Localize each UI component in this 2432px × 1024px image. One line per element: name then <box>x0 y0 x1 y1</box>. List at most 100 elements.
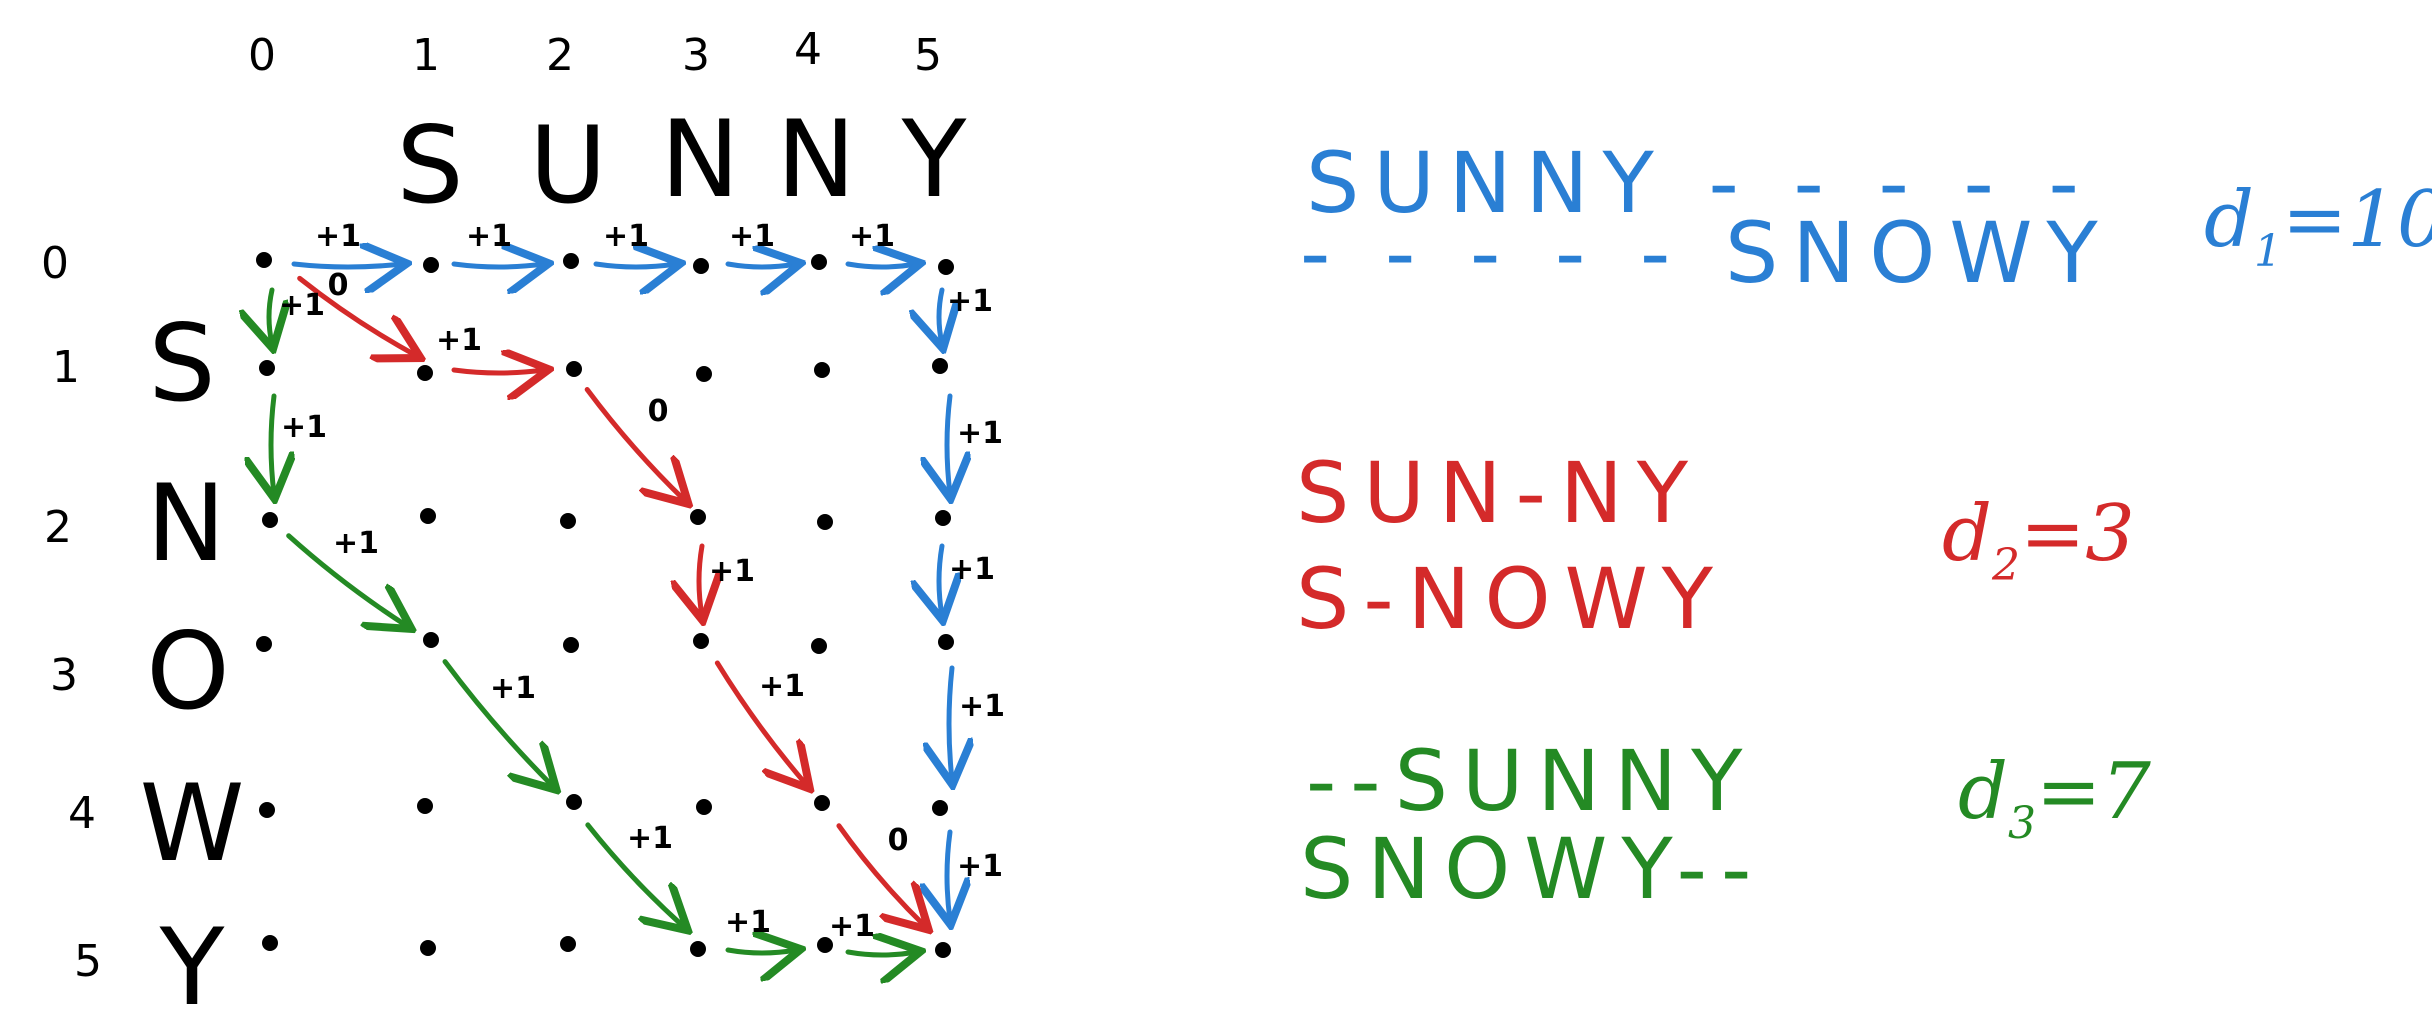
row-index-3: 3 <box>50 650 78 701</box>
top-letter-u: U <box>529 104 607 227</box>
col-index-1: 1 <box>412 30 440 81</box>
red-path-arrow-1 <box>451 370 544 373</box>
grid-dot-5-0 <box>938 259 954 275</box>
grid-dot-5-2 <box>935 510 951 526</box>
blue-path-cost-9: +1 <box>957 849 1003 884</box>
alignment-green-top: --SUNNY <box>1306 732 1756 830</box>
blue-path-arrow-4 <box>845 264 916 267</box>
blue-path-cost-4: +1 <box>849 219 895 254</box>
top-letter-n2: N <box>776 98 855 221</box>
green-path-arrow-2 <box>286 533 408 626</box>
grid-dot-3-3 <box>693 633 709 649</box>
grid-dot-4-2 <box>817 514 833 530</box>
blue-path-cost-0: +1 <box>315 219 361 254</box>
top-letter-s: S <box>396 104 463 227</box>
grid-dot-4-5 <box>817 937 833 953</box>
alignment-blue: SUNNY - - - - - - - - - - SNOWY d1=10 <box>1300 134 2432 302</box>
blue-path-cost-3: +1 <box>729 219 775 254</box>
green-path-arrow-0 <box>269 287 272 344</box>
red-path-arrow-5 <box>836 823 925 927</box>
grid-dot-2-5 <box>560 936 576 952</box>
grid-dot-4-4 <box>814 795 830 811</box>
grid-dot-1-2 <box>420 508 436 524</box>
green-path-cost-4: +1 <box>627 821 673 856</box>
blue-path-cost-2: +1 <box>603 219 649 254</box>
grid-dot-0-3 <box>256 636 272 652</box>
row-index-labels: 0 1 2 3 4 5 <box>41 238 102 987</box>
distance-d2-value: =3 <box>2020 489 2135 579</box>
blue-path-arrow-8 <box>949 665 952 780</box>
col-index-5: 5 <box>914 30 942 81</box>
row-index-2: 2 <box>44 502 72 553</box>
alignment-blue-bottom: - - - - - SNOWY <box>1300 204 2112 302</box>
col-index-3: 3 <box>682 30 710 81</box>
blue-path-cost-8: +1 <box>959 689 1005 724</box>
green-path-arrow-4 <box>585 822 684 927</box>
left-letter-y: Y <box>159 906 225 1024</box>
green-path-cost-2: +1 <box>333 526 379 561</box>
column-index-labels: 0 1 2 3 4 5 <box>248 24 942 81</box>
grid-dot-3-2 <box>690 509 706 525</box>
distance-d3-sub: 3 <box>2008 798 2036 849</box>
grid-dot-2-1 <box>566 361 582 377</box>
blue-path-arrow-6 <box>947 393 950 494</box>
distance-d1-label: d <box>2204 175 2254 265</box>
blue-path-cost-7: +1 <box>949 552 995 587</box>
left-letter-o: O <box>146 610 229 733</box>
alignment-blue-top: SUNNY - - - - - <box>1306 134 2093 232</box>
grid-dot-5-1 <box>932 358 948 374</box>
distance-d1-sub: 1 <box>2254 226 2282 277</box>
left-letter-n: N <box>146 462 225 585</box>
alignment-red: SUN-NY S-NOWY d2=3 <box>1296 444 2135 648</box>
blue-path-arrow-0 <box>291 264 402 267</box>
blue-path-arrow-9 <box>947 829 950 920</box>
distance-d3-label: d <box>1958 747 2008 837</box>
grid-dot-0-1 <box>259 360 275 376</box>
grid-dot-2-2 <box>560 513 576 529</box>
blue-path-cost-6: +1 <box>957 416 1003 451</box>
grid-dot-3-4 <box>696 799 712 815</box>
distance-d1-value: =10 <box>2282 175 2432 265</box>
grid-dots <box>256 252 954 958</box>
grid-dot-0-0 <box>256 252 272 268</box>
distance-d3-value: =7 <box>2036 747 2151 837</box>
grid-dot-0-5 <box>262 935 278 951</box>
grid-dot-3-5 <box>690 941 706 957</box>
left-letter-s: S <box>148 302 215 425</box>
red-path-cost-4: +1 <box>759 669 805 704</box>
alignment-red-top: SUN-NY <box>1296 444 1702 542</box>
left-letter-w: W <box>140 762 245 885</box>
red-path-cost-5: 0 <box>888 823 909 858</box>
grid-dot-1-1 <box>417 365 433 381</box>
green-path-arrow-6 <box>845 952 916 955</box>
red-path: 0 +1 0 +1 +1 0 <box>297 268 925 927</box>
red-path-cost-2: 0 <box>648 394 669 429</box>
blue-path-arrow-5 <box>939 287 942 344</box>
green-path-arrow-5 <box>725 950 796 953</box>
red-path-arrow-3 <box>699 543 702 616</box>
distance-d1: d1=10 <box>2204 175 2432 277</box>
green-path-cost-0: +1 <box>279 288 325 323</box>
grid-dot-2-3 <box>563 637 579 653</box>
grid-dot-4-1 <box>814 362 830 378</box>
row-index-5: 5 <box>74 936 102 987</box>
green-path: +1 +1 +1 +1 +1 +1 +1 <box>269 287 916 955</box>
blue-path-arrow-7 <box>939 543 942 616</box>
grid-dot-1-0 <box>423 257 439 273</box>
distance-d2: d2=3 <box>1942 489 2135 591</box>
grid-dot-1-4 <box>417 798 433 814</box>
red-path-cost-0: 0 <box>328 268 349 303</box>
col-index-2: 2 <box>546 30 574 81</box>
top-letter-y: Y <box>901 98 967 221</box>
green-path-arrow-1 <box>271 393 274 494</box>
green-path-cost-3: +1 <box>490 671 536 706</box>
grid-dot-5-3 <box>938 634 954 650</box>
red-path-cost-1: +1 <box>436 323 482 358</box>
grid-dot-2-4 <box>566 794 582 810</box>
green-path-arrow-3 <box>442 659 553 787</box>
green-path-cost-1: +1 <box>281 410 327 445</box>
distance-d2-sub: 2 <box>1991 540 2020 591</box>
grid-dot-1-5 <box>420 940 436 956</box>
blue-path-arrow-1 <box>451 264 544 267</box>
